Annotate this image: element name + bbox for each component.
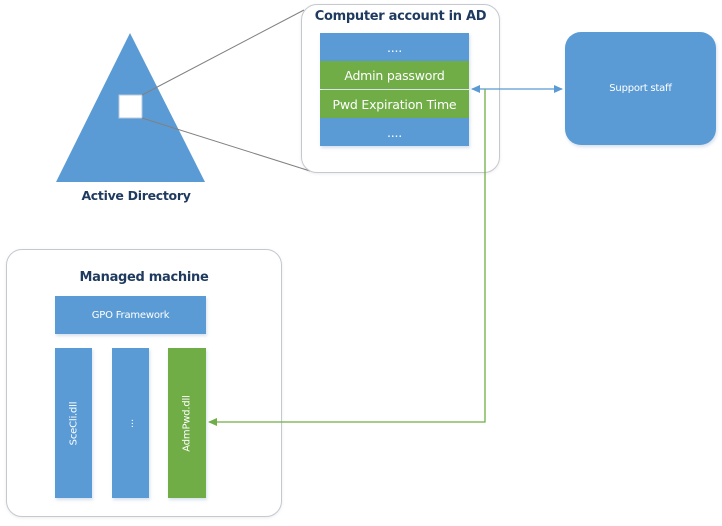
account-field-top-ellipsis: .... <box>320 33 469 61</box>
account-field-bottom-ellipsis: .... <box>320 118 469 146</box>
active-directory-label: Active Directory <box>81 188 191 203</box>
zoom-line-top <box>141 9 305 96</box>
computer-account-title: Computer account in AD <box>314 9 487 24</box>
support-staff-box: Support staff <box>565 32 716 145</box>
gpo-framework-block: GPO Framework <box>55 296 206 334</box>
account-field-pwd-expiration-time: Pwd Expiration Time <box>320 90 469 118</box>
ad-object-square-icon <box>118 94 143 119</box>
account-field-admin-password: Admin password <box>320 61 469 89</box>
managed-machine-title: Managed machine <box>79 270 209 285</box>
module-ellipsis: ... <box>112 348 149 498</box>
module-scecli-dll: SceCli.dll <box>55 348 92 498</box>
module-admpwd-dll: AdmPwd.dll <box>168 348 206 498</box>
